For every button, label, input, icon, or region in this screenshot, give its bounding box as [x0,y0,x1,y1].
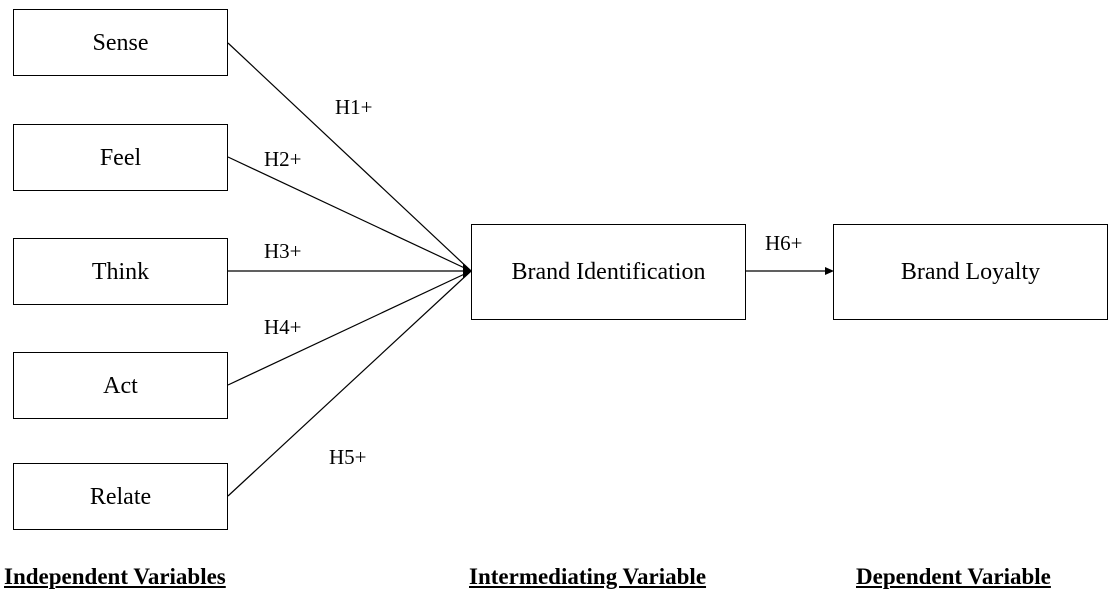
edge-act-to-brand-identification [227,270,472,386]
arrowhead-brand-loyalty [825,267,834,275]
edge-relate-to-brand-identification [227,270,472,497]
node-act: Act [13,352,228,419]
node-brand-identification: Brand Identification [471,224,746,320]
section-label-independent: Independent Variables [4,564,226,589]
edge-sense-to-brand-identification [227,42,472,272]
node-sense: Sense [13,9,228,76]
hypothesis-h2: H2+ [264,147,302,171]
node-feel: Feel [13,124,228,191]
node-relate: Relate [13,463,228,530]
hypothesis-h3: H3+ [264,239,302,263]
arrowhead-convergence [463,263,472,279]
hypothesis-h6: H6+ [765,231,803,255]
hypothesis-h5: H5+ [329,445,367,469]
section-label-intermediating: Intermediating Variable [469,564,707,589]
edge-feel-to-brand-identification [227,156,472,272]
node-think: Think [13,238,228,305]
node-brand-loyalty: Brand Loyalty [833,224,1108,320]
section-label-dependent: Dependent Variable [856,564,1051,589]
hypothesis-h4: H4+ [264,315,302,339]
hypothesis-h1: H1+ [335,95,373,119]
